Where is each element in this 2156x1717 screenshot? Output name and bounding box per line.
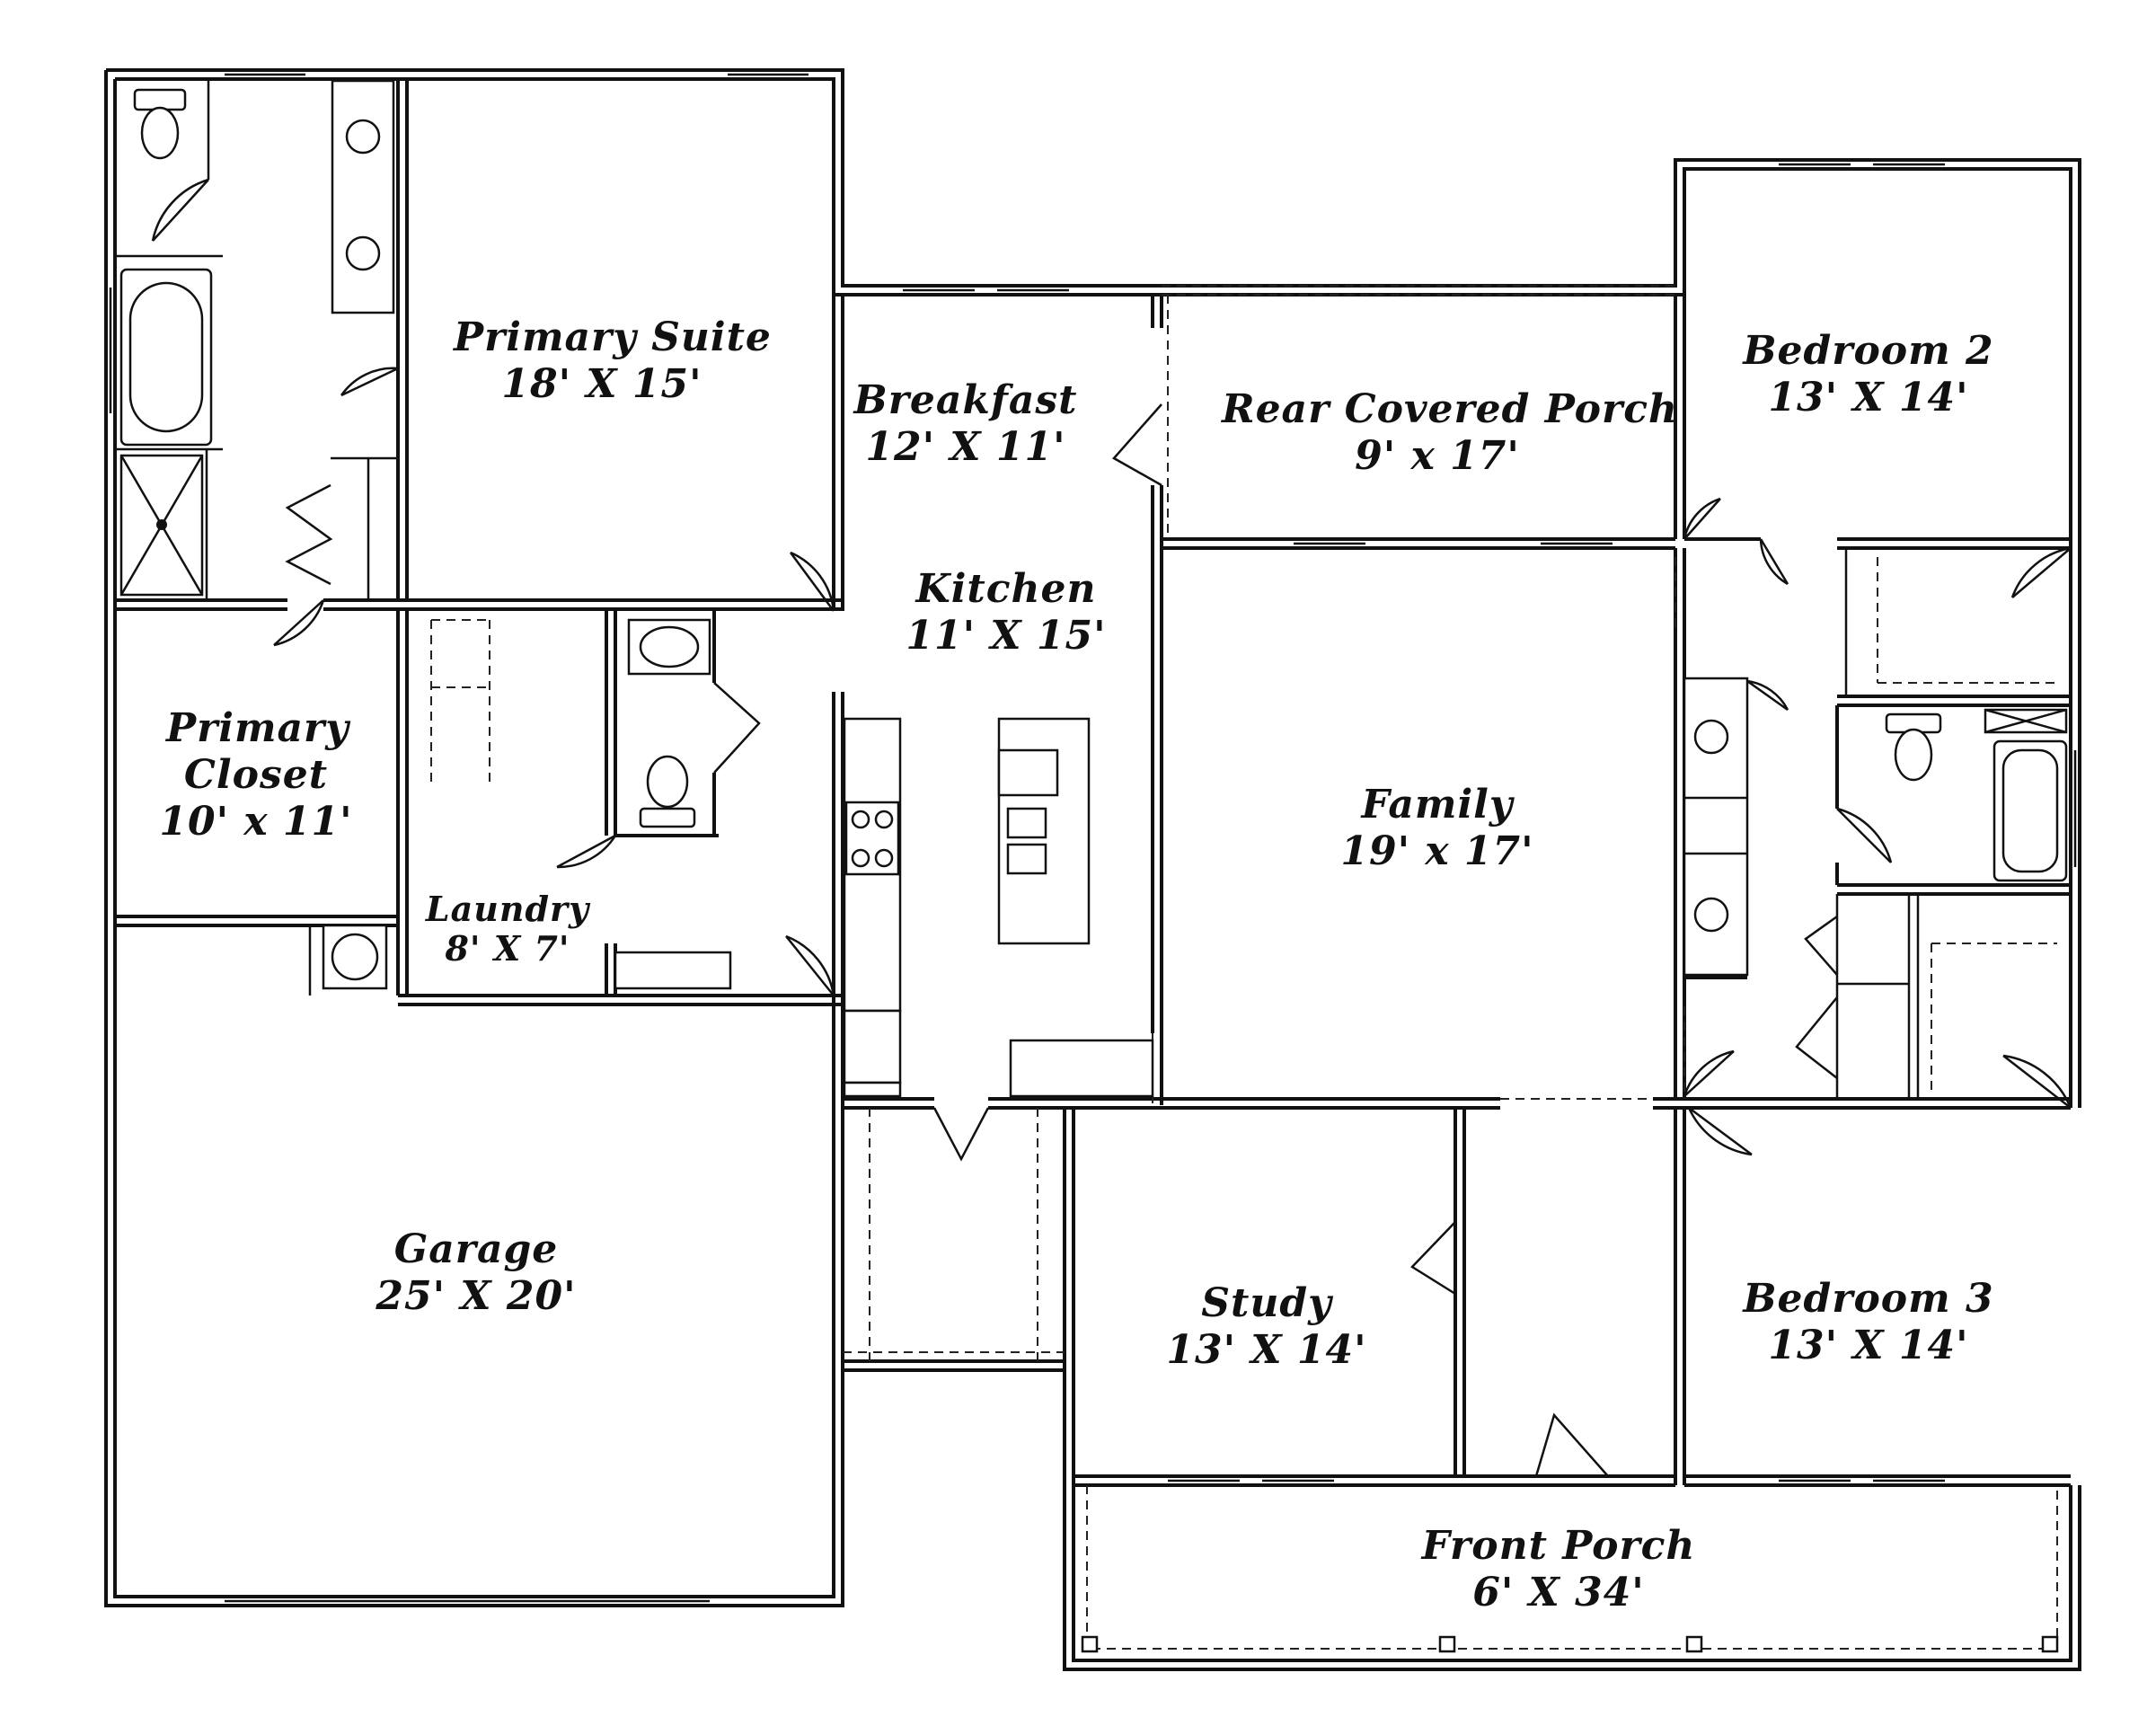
room-dimensions: 13' X 14' (1768, 375, 1969, 420)
room-dimensions: 13' X 14' (1768, 1323, 1969, 1368)
laundry-counter (614, 951, 732, 990)
room-name: Kitchen (915, 566, 1097, 612)
room-label-front-porch: Front Porch 6' X 34' (1410, 1523, 1707, 1616)
room-label-laundry: Laundry 8' X 7' (418, 889, 597, 969)
bathtub-icon (119, 268, 213, 447)
room-dimensions: 8' X 7' (445, 928, 570, 969)
room-name: Study (1201, 1280, 1332, 1326)
room-label-breakfast: Breakfast 12' X 11' (853, 377, 1078, 471)
room-name: Primary Closet (166, 705, 349, 798)
room-dimensions: 13' X 14' (1166, 1327, 1367, 1373)
bathtub-icon (1984, 708, 2068, 882)
room-label-primary-suite: Primary Suite 18' X 15' (454, 314, 772, 408)
cooktop-icon (844, 801, 900, 876)
kitchen-counters (843, 717, 1154, 1098)
shower-icon (119, 454, 204, 597)
room-dimensions: 12' X 11' (865, 424, 1066, 470)
sink-icon (1683, 677, 1749, 977)
front-porch-structure (1063, 1485, 2081, 1671)
room-name: Primary Suite (454, 314, 772, 360)
room-dimensions: 6' X 34' (1472, 1570, 1645, 1615)
toilet-icon (1885, 712, 1942, 782)
sink-icon (627, 618, 711, 676)
room-name: Rear Covered Porch (1222, 386, 1678, 432)
room-name: Family (1361, 782, 1514, 828)
room-name: Bedroom 3 (1743, 1276, 1994, 1322)
room-label-study: Study 13' X 14' (1132, 1280, 1401, 1374)
room-label-bedroom-3: Bedroom 3 13' X 14' (1734, 1276, 2003, 1369)
room-name: Breakfast (853, 377, 1078, 423)
door-swing-icon (151, 178, 2072, 1477)
room-dimensions: 9' x 17' (1355, 433, 1520, 479)
toilet-icon (639, 755, 696, 828)
room-label-garage: Garage 25' X 20' (341, 1226, 611, 1320)
room-name: Garage (393, 1226, 559, 1272)
room-dimensions: 19' x 17' (1340, 828, 1534, 874)
sink-icon (331, 79, 395, 314)
room-dimensions: 18' X 15' (501, 361, 702, 407)
room-label-primary-closet: Primary Closet 10' x 11' (135, 705, 377, 845)
toilet-icon (133, 88, 187, 160)
windows (109, 73, 2077, 1603)
dashed-openings (430, 285, 2057, 1361)
exterior-walls (104, 68, 2081, 1607)
room-dimensions: 10' x 11' (159, 799, 353, 845)
room-name: Laundry (425, 889, 590, 929)
room-name: Bedroom 2 (1743, 328, 1994, 374)
room-dimensions: 25' X 20' (376, 1273, 577, 1319)
room-label-bedroom-2: Bedroom 2 13' X 14' (1734, 328, 2003, 421)
room-name: Front Porch (1421, 1523, 1696, 1569)
water-heater-icon (322, 924, 388, 990)
room-dimensions: 11' X 15' (906, 613, 1107, 659)
room-label-family: Family 19' x 17' (1285, 782, 1590, 875)
room-label-rear-covered-porch: Rear Covered Porch 9' x 17' (1222, 386, 1678, 480)
room-label-kitchen: Kitchen 11' X 15' (898, 566, 1114, 659)
